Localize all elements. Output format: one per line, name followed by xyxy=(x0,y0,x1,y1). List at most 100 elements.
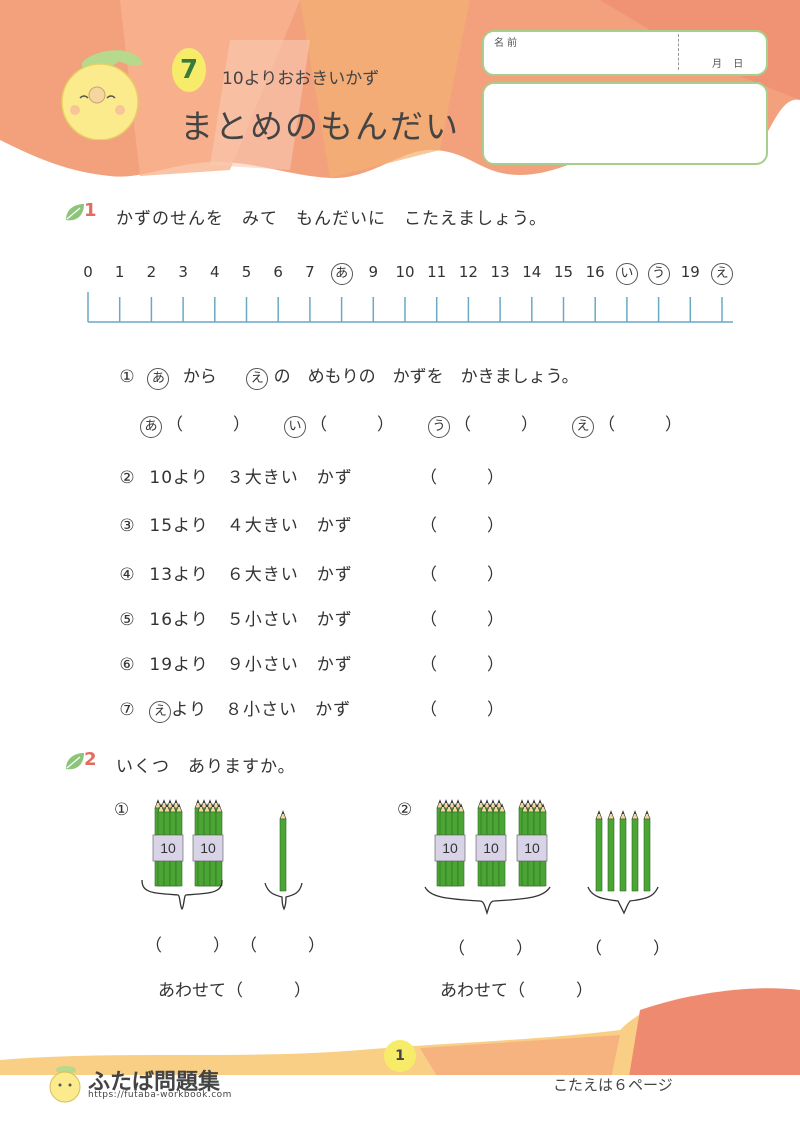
score-box[interactable] xyxy=(482,82,768,165)
bundle-label: 10 xyxy=(160,840,176,856)
question-mark: え xyxy=(149,701,172,723)
paren-close: ） xyxy=(521,415,538,435)
answer-reference: こたえは６ページ xyxy=(553,1076,673,1094)
page-number: 1 xyxy=(384,1040,416,1072)
bundle-band xyxy=(475,834,507,862)
problem-1-pencils: 10 10 xyxy=(141,799,303,911)
problem-1-total[interactable]: あわせて（ ） xyxy=(158,981,311,1001)
number-line-label: う xyxy=(647,263,670,285)
mark-a: あ xyxy=(147,368,170,390)
pencil-icon xyxy=(595,810,603,892)
question-number: ④ xyxy=(119,565,135,585)
paren-close: ） xyxy=(487,516,504,536)
month-label: 月 xyxy=(712,59,722,70)
paren-open: （ xyxy=(310,415,327,435)
paren-close: ） xyxy=(665,415,682,435)
day-label: 日 xyxy=(733,59,744,70)
number-line-label: 4 xyxy=(210,263,220,281)
paren-open: （ xyxy=(420,516,437,536)
name-label: 名 前 xyxy=(494,38,518,49)
number-line-label: 16 xyxy=(585,263,605,281)
number-line-label: 11 xyxy=(427,263,447,281)
answer-blank[interactable]: （） xyxy=(420,560,504,585)
number-line-label: あ xyxy=(330,263,353,285)
answer-blank[interactable]: （） xyxy=(420,463,504,488)
footer-brand: ふたば問題集 xyxy=(88,1070,221,1095)
section-2-number: 2 xyxy=(84,749,97,770)
answer-blank[interactable]: （） xyxy=(420,650,504,675)
answer-mark: い xyxy=(284,416,306,438)
pencil-bundle: 10 xyxy=(192,799,224,887)
question-row: ⑦ えより ８小さい かず xyxy=(116,695,351,723)
problem-2-blank-bundles[interactable]: （ ） xyxy=(448,939,533,959)
question-1-text-b: の めもりの かずを かきましょう。 xyxy=(273,367,579,387)
problem-1-blank-loose[interactable]: （ ） xyxy=(240,936,325,956)
question-number: ③ xyxy=(119,516,135,536)
bundle-band xyxy=(516,834,548,862)
paren-open: （ xyxy=(420,655,437,675)
section-2-instruction: いくつ ありますか。 xyxy=(116,757,296,777)
paren-close: ） xyxy=(487,700,504,720)
problem-1-blank-bundles[interactable]: （ ） xyxy=(145,936,230,956)
number-line-label: 1 xyxy=(114,263,125,281)
paren-open: （ xyxy=(454,415,471,435)
bundle-label: 10 xyxy=(200,840,216,856)
question-1: ① あ から え の めもりの かずを かきましょう。 xyxy=(116,362,579,390)
answer-blank[interactable]: う（） xyxy=(428,410,538,438)
number-line-mark: い xyxy=(615,263,638,285)
lesson-number-badge: 7 xyxy=(172,48,206,92)
paren-close: ） xyxy=(487,610,504,630)
bundle-label: 10 xyxy=(524,840,540,856)
question-row: ④ 13より ６大きい かず xyxy=(116,560,353,585)
pencil-icon xyxy=(607,810,615,892)
paren-open: （ xyxy=(420,610,437,630)
pencil-bundle: 10 xyxy=(434,799,466,887)
question-1-number: ① xyxy=(119,367,135,387)
answer-mark: え xyxy=(572,416,594,438)
pencil-bundle: 10 xyxy=(475,799,507,887)
section-1-number: 1 xyxy=(84,200,97,221)
question-number: ⑤ xyxy=(119,610,135,630)
paren-open: （ xyxy=(420,700,437,720)
bundle-band xyxy=(434,834,466,862)
problem-2-total[interactable]: あわせて（ ） xyxy=(440,981,593,1001)
answer-mark: あ xyxy=(140,416,162,438)
number-line-label: い xyxy=(615,263,638,285)
number-line-label: 10 xyxy=(395,263,415,281)
name-field[interactable] xyxy=(482,30,768,76)
footer-url-link[interactable]: https://futaba-workbook.com xyxy=(88,1090,232,1100)
pencil-icon xyxy=(279,810,287,892)
number-line-label: 5 xyxy=(241,263,252,281)
number-line-label: 12 xyxy=(458,263,478,281)
lesson-subtitle: 10よりおおきいかず xyxy=(222,69,380,89)
name-date-divider xyxy=(678,34,679,70)
question-text: 10より ３大きい かず xyxy=(149,468,353,488)
answer-blank[interactable]: あ（） xyxy=(140,410,250,438)
number-line-label: 6 xyxy=(273,263,283,281)
paren-open: （ xyxy=(420,468,437,488)
question-row: ② 10より ３大きい かず xyxy=(116,463,353,488)
answer-blank[interactable]: （） xyxy=(420,695,504,720)
number-line-label: 14 xyxy=(522,263,542,281)
paren-close: ） xyxy=(487,565,504,585)
answer-blank[interactable]: え（） xyxy=(572,410,682,438)
question-text: 19より ９小さい かず xyxy=(149,655,353,675)
question-1-text-a: から xyxy=(182,367,217,387)
number-line-label: 2 xyxy=(146,263,157,281)
leaf-icon xyxy=(66,204,84,221)
bundle-label: 10 xyxy=(483,840,499,856)
paren-close: ） xyxy=(377,415,394,435)
mascot-yuzu-icon xyxy=(61,50,143,140)
bundle-band xyxy=(152,834,184,862)
answer-blank[interactable]: （） xyxy=(420,605,504,630)
question-row: ⑥ 19より ９小さい かず xyxy=(116,650,353,675)
answer-blank[interactable]: い（ ） xyxy=(284,410,394,438)
answer-blank[interactable]: （） xyxy=(420,511,504,536)
problem-2-pencils: 10 10 10 xyxy=(424,799,659,916)
number-line-label: 13 xyxy=(490,263,510,281)
problem-2-blank-loose[interactable]: （ ） xyxy=(585,939,670,959)
question-number: ② xyxy=(119,468,135,488)
section-1-instruction: かずのせんを みて もんだいに こたえましょう。 xyxy=(116,209,547,229)
question-row: ⑤ 16より ５小さい かず xyxy=(116,605,353,630)
problem-2-number: ② xyxy=(397,800,413,820)
